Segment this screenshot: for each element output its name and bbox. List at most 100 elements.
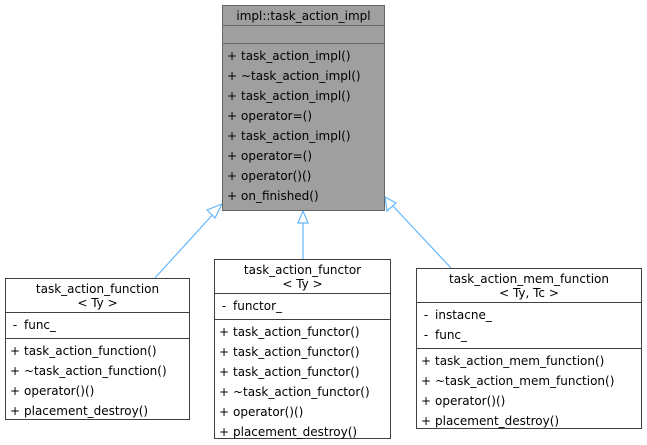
method-name: task_action_functor() xyxy=(233,345,360,359)
visibility-marker: + xyxy=(218,385,230,399)
visibility-marker: + xyxy=(420,354,432,368)
visibility-marker: + xyxy=(218,425,230,439)
visibility-marker: + xyxy=(420,394,432,408)
method-row[interactable]: +~task_action_impl() xyxy=(223,66,384,86)
visibility-marker: + xyxy=(9,344,21,358)
class-title-line1: task_action_mem_function xyxy=(449,272,609,286)
method-row[interactable]: +task_action_functor() xyxy=(215,322,390,342)
method-row[interactable]: +~task_action_functor() xyxy=(215,382,390,402)
method-row[interactable]: +task_action_functor() xyxy=(215,362,390,382)
method-name: placement_destroy() xyxy=(233,425,358,439)
inheritance-arrowhead-function xyxy=(205,202,224,220)
visibility-marker: + xyxy=(226,189,238,203)
method-row[interactable]: +operator()() xyxy=(417,391,641,411)
method-row[interactable]: +operator=() xyxy=(223,106,384,126)
inheritance-edge-mem-function xyxy=(391,204,452,269)
method-name: task_action_functor() xyxy=(233,365,360,379)
attributes-section: -func_ xyxy=(6,312,189,338)
class-title-line1: task_action_function xyxy=(35,282,160,296)
method-row[interactable]: +operator()() xyxy=(223,166,384,186)
method-name: task_action_functor() xyxy=(233,325,360,339)
visibility-marker: + xyxy=(9,364,21,378)
visibility-marker: + xyxy=(226,149,238,163)
method-row[interactable]: +task_action_impl() xyxy=(223,86,384,106)
method-row[interactable]: +task_action_impl() xyxy=(223,126,384,146)
method-row[interactable]: +placement_destroy() xyxy=(6,401,189,421)
class-task-action-impl[interactable]: impl::task_action_impl +task_action_impl… xyxy=(222,5,385,211)
class-title: impl::task_action_impl xyxy=(236,9,371,23)
class-title-line2: < Ty, Tc > xyxy=(499,286,559,300)
inheritance-arrowhead-mem-function xyxy=(384,195,398,213)
visibility-marker: + xyxy=(226,89,238,103)
visibility-marker: + xyxy=(226,109,238,123)
method-name: placement_destroy() xyxy=(435,414,560,428)
method-name: placement_destroy() xyxy=(24,404,149,418)
method-name: operator()() xyxy=(435,394,506,408)
class-task-action-function[interactable]: task_action_function < Ty > -func_ +task… xyxy=(5,278,190,420)
method-name: task_action_impl() xyxy=(241,89,351,103)
method-row[interactable]: +task_action_functor() xyxy=(215,342,390,362)
attribute-row[interactable]: -functor_ xyxy=(215,296,390,316)
class-task-action-functor[interactable]: task_action_functor < Ty > -functor_ +ta… xyxy=(214,259,391,439)
method-name: ~task_action_functor() xyxy=(233,385,370,399)
method-name: task_action_impl() xyxy=(241,49,351,63)
method-name: ~task_action_mem_function() xyxy=(435,374,615,388)
method-name: task_action_impl() xyxy=(241,129,351,143)
method-name: on_finished() xyxy=(241,189,319,203)
attribute-name: func_ xyxy=(435,328,468,342)
inheritance-edge-function xyxy=(154,210,217,279)
inheritance-arrowhead-functor xyxy=(297,209,309,224)
visibility-marker: + xyxy=(226,69,238,83)
visibility-marker: + xyxy=(218,405,230,419)
attribute-row[interactable]: -instacne_ xyxy=(417,305,641,325)
class-title-line2: < Ty > xyxy=(282,277,323,291)
attributes-section: -functor_ xyxy=(215,293,390,319)
methods-section: +task_action_mem_function()+~task_action… xyxy=(417,348,641,434)
visibility-marker: + xyxy=(218,365,230,379)
method-row[interactable]: +placement_destroy() xyxy=(215,422,390,442)
visibility-marker: - xyxy=(221,299,227,313)
visibility-marker: + xyxy=(9,404,21,418)
visibility-marker: + xyxy=(420,414,432,428)
visibility-marker: + xyxy=(9,384,21,398)
visibility-marker: + xyxy=(226,49,238,63)
class-title-line2: < Ty > xyxy=(77,296,118,310)
attributes-section: -instacne_-func_ xyxy=(417,302,641,348)
method-row[interactable]: +operator()() xyxy=(6,381,189,401)
visibility-marker: - xyxy=(423,308,429,322)
class-title: task_action_function < Ty > xyxy=(6,279,189,312)
method-row[interactable]: +operator=() xyxy=(223,146,384,166)
visibility-marker: + xyxy=(420,374,432,388)
method-row[interactable]: +placement_destroy() xyxy=(417,411,641,431)
method-row[interactable]: +~task_action_function() xyxy=(6,361,189,381)
class-title: task_action_mem_function < Ty, Tc > xyxy=(417,269,641,302)
method-name: operator=() xyxy=(241,149,313,163)
attribute-name: functor_ xyxy=(233,299,283,313)
method-name: ~task_action_function() xyxy=(24,364,167,378)
method-row[interactable]: +operator()() xyxy=(215,402,390,422)
visibility-marker: - xyxy=(423,328,429,342)
attribute-name: instacne_ xyxy=(435,308,492,322)
method-name: task_action_mem_function() xyxy=(435,354,605,368)
visibility-marker: + xyxy=(218,345,230,359)
method-row[interactable]: +task_action_mem_function() xyxy=(417,351,641,371)
method-row[interactable]: +task_action_impl() xyxy=(223,46,384,66)
class-title-line1: task_action_functor xyxy=(243,263,362,277)
attribute-row[interactable]: -func_ xyxy=(417,325,641,345)
methods-section: +task_action_function()+~task_action_fun… xyxy=(6,338,189,424)
method-row[interactable]: +on_finished() xyxy=(223,186,384,206)
class-title: task_action_functor < Ty > xyxy=(215,260,390,293)
attribute-row[interactable]: -func_ xyxy=(6,315,189,335)
class-task-action-mem-function[interactable]: task_action_mem_function < Ty, Tc > -ins… xyxy=(416,268,642,429)
visibility-marker: + xyxy=(226,169,238,183)
method-name: operator()() xyxy=(233,405,304,419)
attributes-section xyxy=(223,25,384,43)
method-row[interactable]: +~task_action_mem_function() xyxy=(417,371,641,391)
method-name: operator()() xyxy=(24,384,95,398)
visibility-marker: + xyxy=(218,325,230,339)
method-name: operator()() xyxy=(241,169,312,183)
method-row[interactable]: +task_action_function() xyxy=(6,341,189,361)
method-name: ~task_action_impl() xyxy=(241,69,361,83)
attribute-name: func_ xyxy=(24,318,57,332)
